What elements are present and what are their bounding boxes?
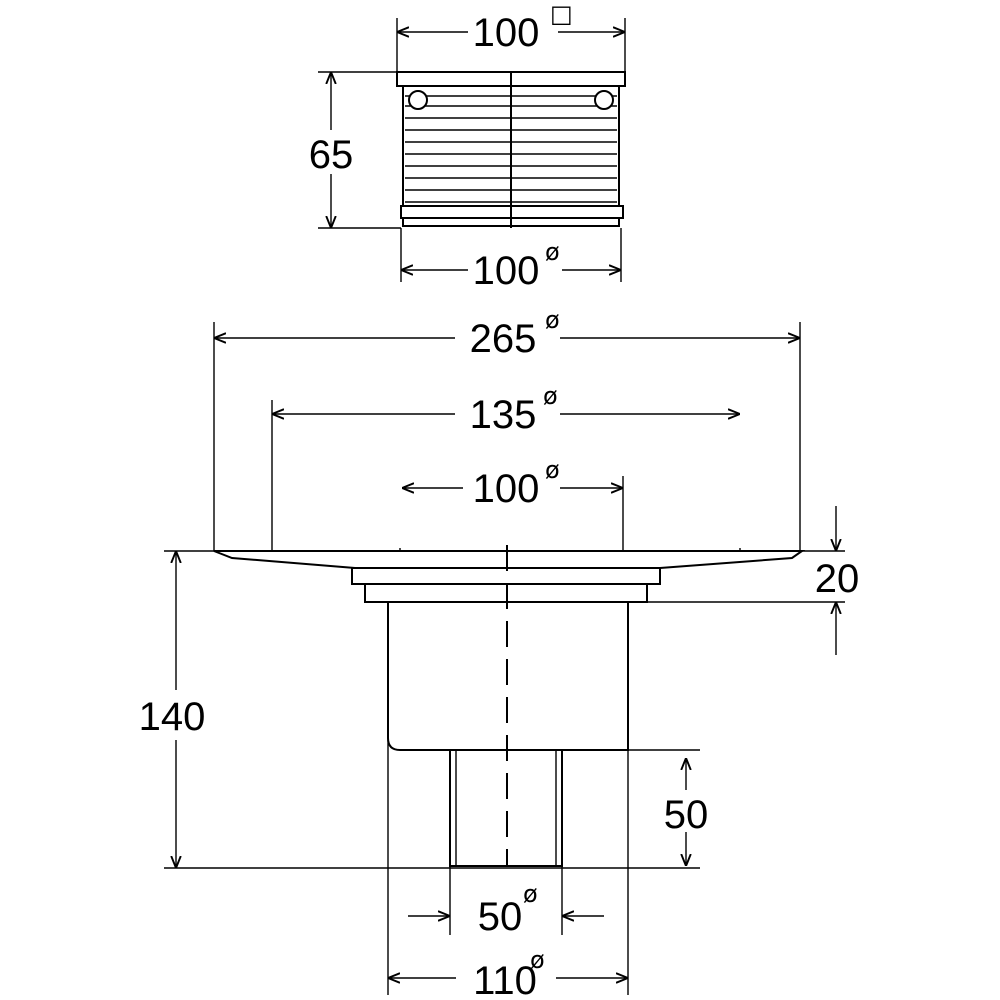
dim-label-grate-height: 65 xyxy=(309,133,354,177)
dimension-grate-height: 65 xyxy=(300,71,401,229)
dim-label-outlet-diameter: 50 xyxy=(478,895,523,939)
dimension-grate-bottom-diameter: 100 ø xyxy=(400,228,622,293)
dimension-outlet-length: 50 xyxy=(628,749,709,866)
dimension-body-diameter: 100 ø xyxy=(402,456,624,551)
diameter-symbol: ø xyxy=(545,306,560,334)
dim-label-outlet-length: 50 xyxy=(664,793,709,837)
dimension-grate-width: 100 □ xyxy=(396,0,626,72)
dim-label-flange-diameter: 265 xyxy=(470,317,537,361)
diameter-symbol: ø xyxy=(530,946,545,974)
dim-label-flange-height: 20 xyxy=(815,557,860,601)
diameter-symbol: ø xyxy=(545,456,560,484)
dim-label-grate-width: 100 xyxy=(473,11,540,55)
diameter-symbol: ø xyxy=(543,382,558,410)
dim-label-body-diameter: 100 xyxy=(473,467,540,511)
drain-body-assembly xyxy=(213,545,806,870)
dimension-inner-ring-diameter: 135 ø xyxy=(271,382,740,551)
dimension-outlet-diameter: 50 ø xyxy=(408,866,604,939)
dim-label-total-height: 140 xyxy=(139,695,206,739)
grate-screw-right xyxy=(594,90,614,110)
diameter-symbol: ø xyxy=(545,238,560,266)
dim-label-housing-diameter: 110 xyxy=(473,959,537,1000)
dim-label-inner-ring-diameter: 135 xyxy=(470,393,537,437)
dim-label-grate-bottom-diameter: 100 xyxy=(473,249,540,293)
outlet-pipe xyxy=(449,749,563,867)
diameter-symbol: ø xyxy=(523,880,538,908)
dimension-total-height: 140 xyxy=(130,550,700,869)
grate-screw-left xyxy=(408,90,428,110)
grate-assembly xyxy=(396,71,626,228)
dimension-housing-diameter: 110 ø xyxy=(387,870,629,1000)
dimension-flange-height: 20 xyxy=(647,506,859,655)
square-symbol: □ xyxy=(550,0,573,28)
dimension-flange-diameter: 265 ø xyxy=(213,306,801,551)
